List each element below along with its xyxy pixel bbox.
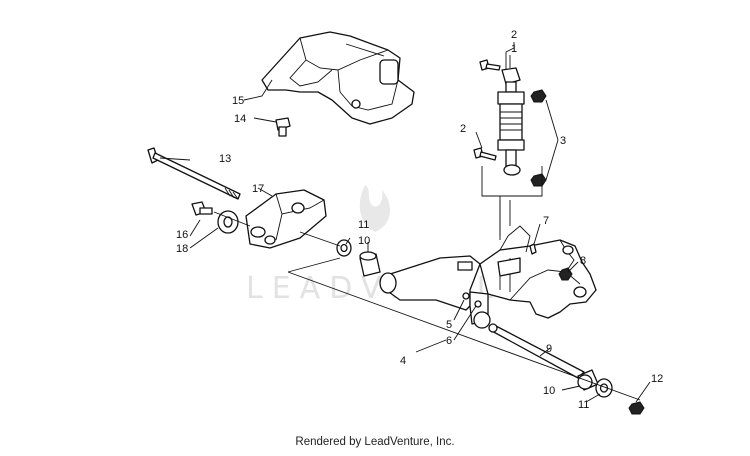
callout-2-lower: 2: [460, 123, 466, 135]
callout-11-upper: 11: [358, 219, 369, 231]
callout-8: 8: [580, 255, 586, 267]
leader-lines: [159, 42, 651, 403]
part-4-swing-arm: [379, 200, 597, 329]
part-15-upper-bracket: [261, 31, 415, 125]
part-11-washer-lower: [595, 378, 613, 398]
callout-17: 17: [252, 183, 264, 195]
callout-4: 4: [400, 355, 406, 367]
callout-13: 13: [219, 153, 231, 165]
callout-11-lower: 11: [578, 399, 589, 411]
callout-12: 12: [651, 373, 663, 385]
part-11-washer-upper: [336, 239, 352, 257]
callout-18: 18: [176, 243, 188, 255]
part-12-nut: [628, 401, 645, 415]
callouts: 2 1 2 3 15 14 13 17 16 18 11 10 7 8 5 6 …: [176, 29, 663, 411]
part-10-bushing-upper: [359, 251, 381, 277]
callout-6: 6: [446, 335, 452, 347]
callout-2-upper: 2: [511, 29, 517, 41]
part-6-fitting: [474, 300, 482, 308]
callout-1: 1: [511, 43, 517, 55]
part-17-pivot-bracket: [245, 189, 327, 249]
callout-10-lower: 10: [543, 385, 555, 397]
callout-7: 7: [543, 215, 549, 227]
part-5-bushing: [462, 292, 470, 300]
callout-9: 9: [546, 343, 552, 355]
callout-14: 14: [234, 113, 246, 125]
part-9-shaft: [488, 323, 585, 379]
part-2-bolt-upper: [479, 59, 501, 71]
part-16-bolt: [191, 201, 213, 216]
part-7-grease-fitting: [529, 243, 537, 255]
callout-15: 15: [232, 95, 244, 107]
part-3-nut-upper: [530, 89, 547, 103]
part-1-shock-absorber: [497, 67, 525, 176]
part-14-bolt: [275, 117, 291, 137]
part-18-washer: [217, 210, 239, 234]
part-13-long-bolt: [147, 147, 241, 200]
callout-10-upper: 10: [358, 235, 370, 247]
part-2-bolt-lower: [473, 147, 497, 161]
part-3-nut-lower: [530, 173, 547, 187]
assembly-guide-lines: [213, 166, 641, 401]
callout-5: 5: [446, 319, 452, 331]
part-10-bushing-lower: [577, 369, 599, 391]
callout-16: 16: [176, 229, 188, 241]
footer-credit: Rendered by LeadVenture, Inc.: [295, 436, 455, 448]
callout-3: 3: [560, 135, 566, 147]
